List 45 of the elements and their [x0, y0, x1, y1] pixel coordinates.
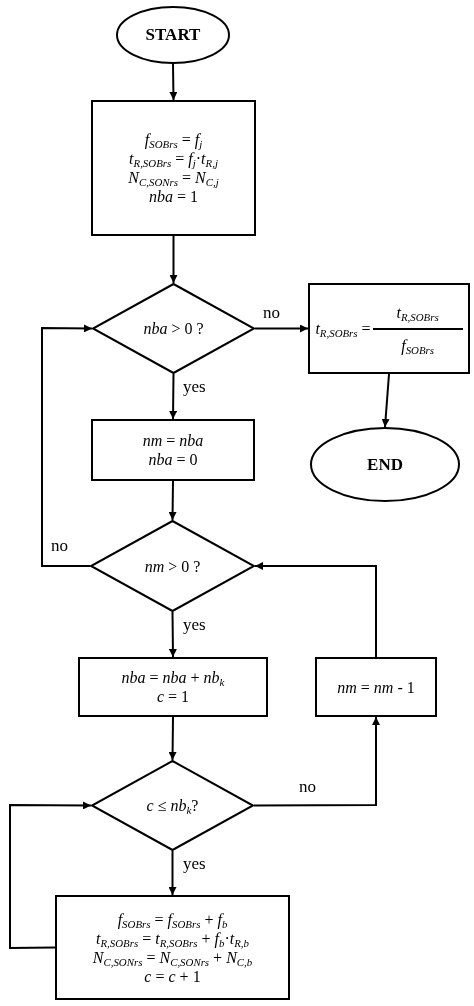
formula-text: nba = 1	[149, 188, 198, 206]
formula-text: t$_{R,SOBrs}$ = t$_{R,SOBrs}$ + f$_{b}$·t$_{R,b}$	[96, 929, 249, 948]
formula-text: N$_{C,SONrs}$ = N$_{C,SONrs}$ + N$_{C,b}$	[92, 948, 253, 967]
process-box	[308, 283, 470, 374]
decision-diamond	[91, 760, 254, 851]
terminal-label: START	[145, 25, 201, 45]
arrow	[381, 373, 390, 428]
arrow	[168, 850, 177, 896]
process-box	[91, 100, 256, 236]
arrow	[253, 716, 380, 807]
arrow	[254, 324, 309, 333]
process-box	[91, 419, 255, 481]
decision-diamond	[90, 520, 255, 612]
arrow	[168, 716, 177, 761]
arrow	[41, 324, 93, 567]
formula-text: f$_{SOBrs}$ = f$_{SOBrs}$ + f$_{b}$	[117, 909, 228, 929]
arrow	[169, 63, 178, 101]
formula-text: f$_{SOBrs}$ = f$_{j}$	[144, 130, 203, 149]
condition-text: c ≤ nb$_{k}$?	[146, 796, 199, 815]
formula-text: c = 1	[156, 687, 190, 706]
terminal-ellipse	[116, 6, 230, 64]
process-box	[55, 895, 290, 1000]
arrow	[254, 562, 377, 658]
formula-text: nm = nm - 1	[337, 677, 415, 697]
numerator-text: t$_{R,SOBrs}$	[396, 302, 439, 322]
formula-text: t$_{R,SOBrs}$ = f$_{j}$·t$_{R,j}$	[129, 150, 218, 168]
arrow	[9, 801, 92, 949]
arrow	[169, 373, 178, 420]
formula-text: c = c + 1	[144, 967, 201, 986]
decision-diamond	[92, 283, 255, 374]
process-box	[78, 657, 268, 717]
formula-text: nba = 0	[148, 450, 198, 469]
arrow	[168, 480, 177, 521]
formula-text: N$_{C,SONrs}$ = N$_{C,j}$	[128, 169, 219, 187]
terminal-label: END	[367, 454, 403, 475]
arrow	[168, 611, 177, 658]
terminal-ellipse	[310, 427, 460, 502]
formula-text: nm = nba	[142, 431, 204, 450]
arrow	[169, 235, 178, 284]
formula-text: nba = nba + nb$_{k}$	[121, 668, 225, 687]
condition-text: nm > 0 ?	[144, 556, 201, 576]
process-box	[315, 657, 437, 717]
denominator-text: f$_{SOBrs}$	[401, 335, 435, 355]
condition-text: nba > 0 ?	[143, 319, 204, 338]
formula-text: t$_{R,SOBrs}$ =	[315, 319, 371, 338]
